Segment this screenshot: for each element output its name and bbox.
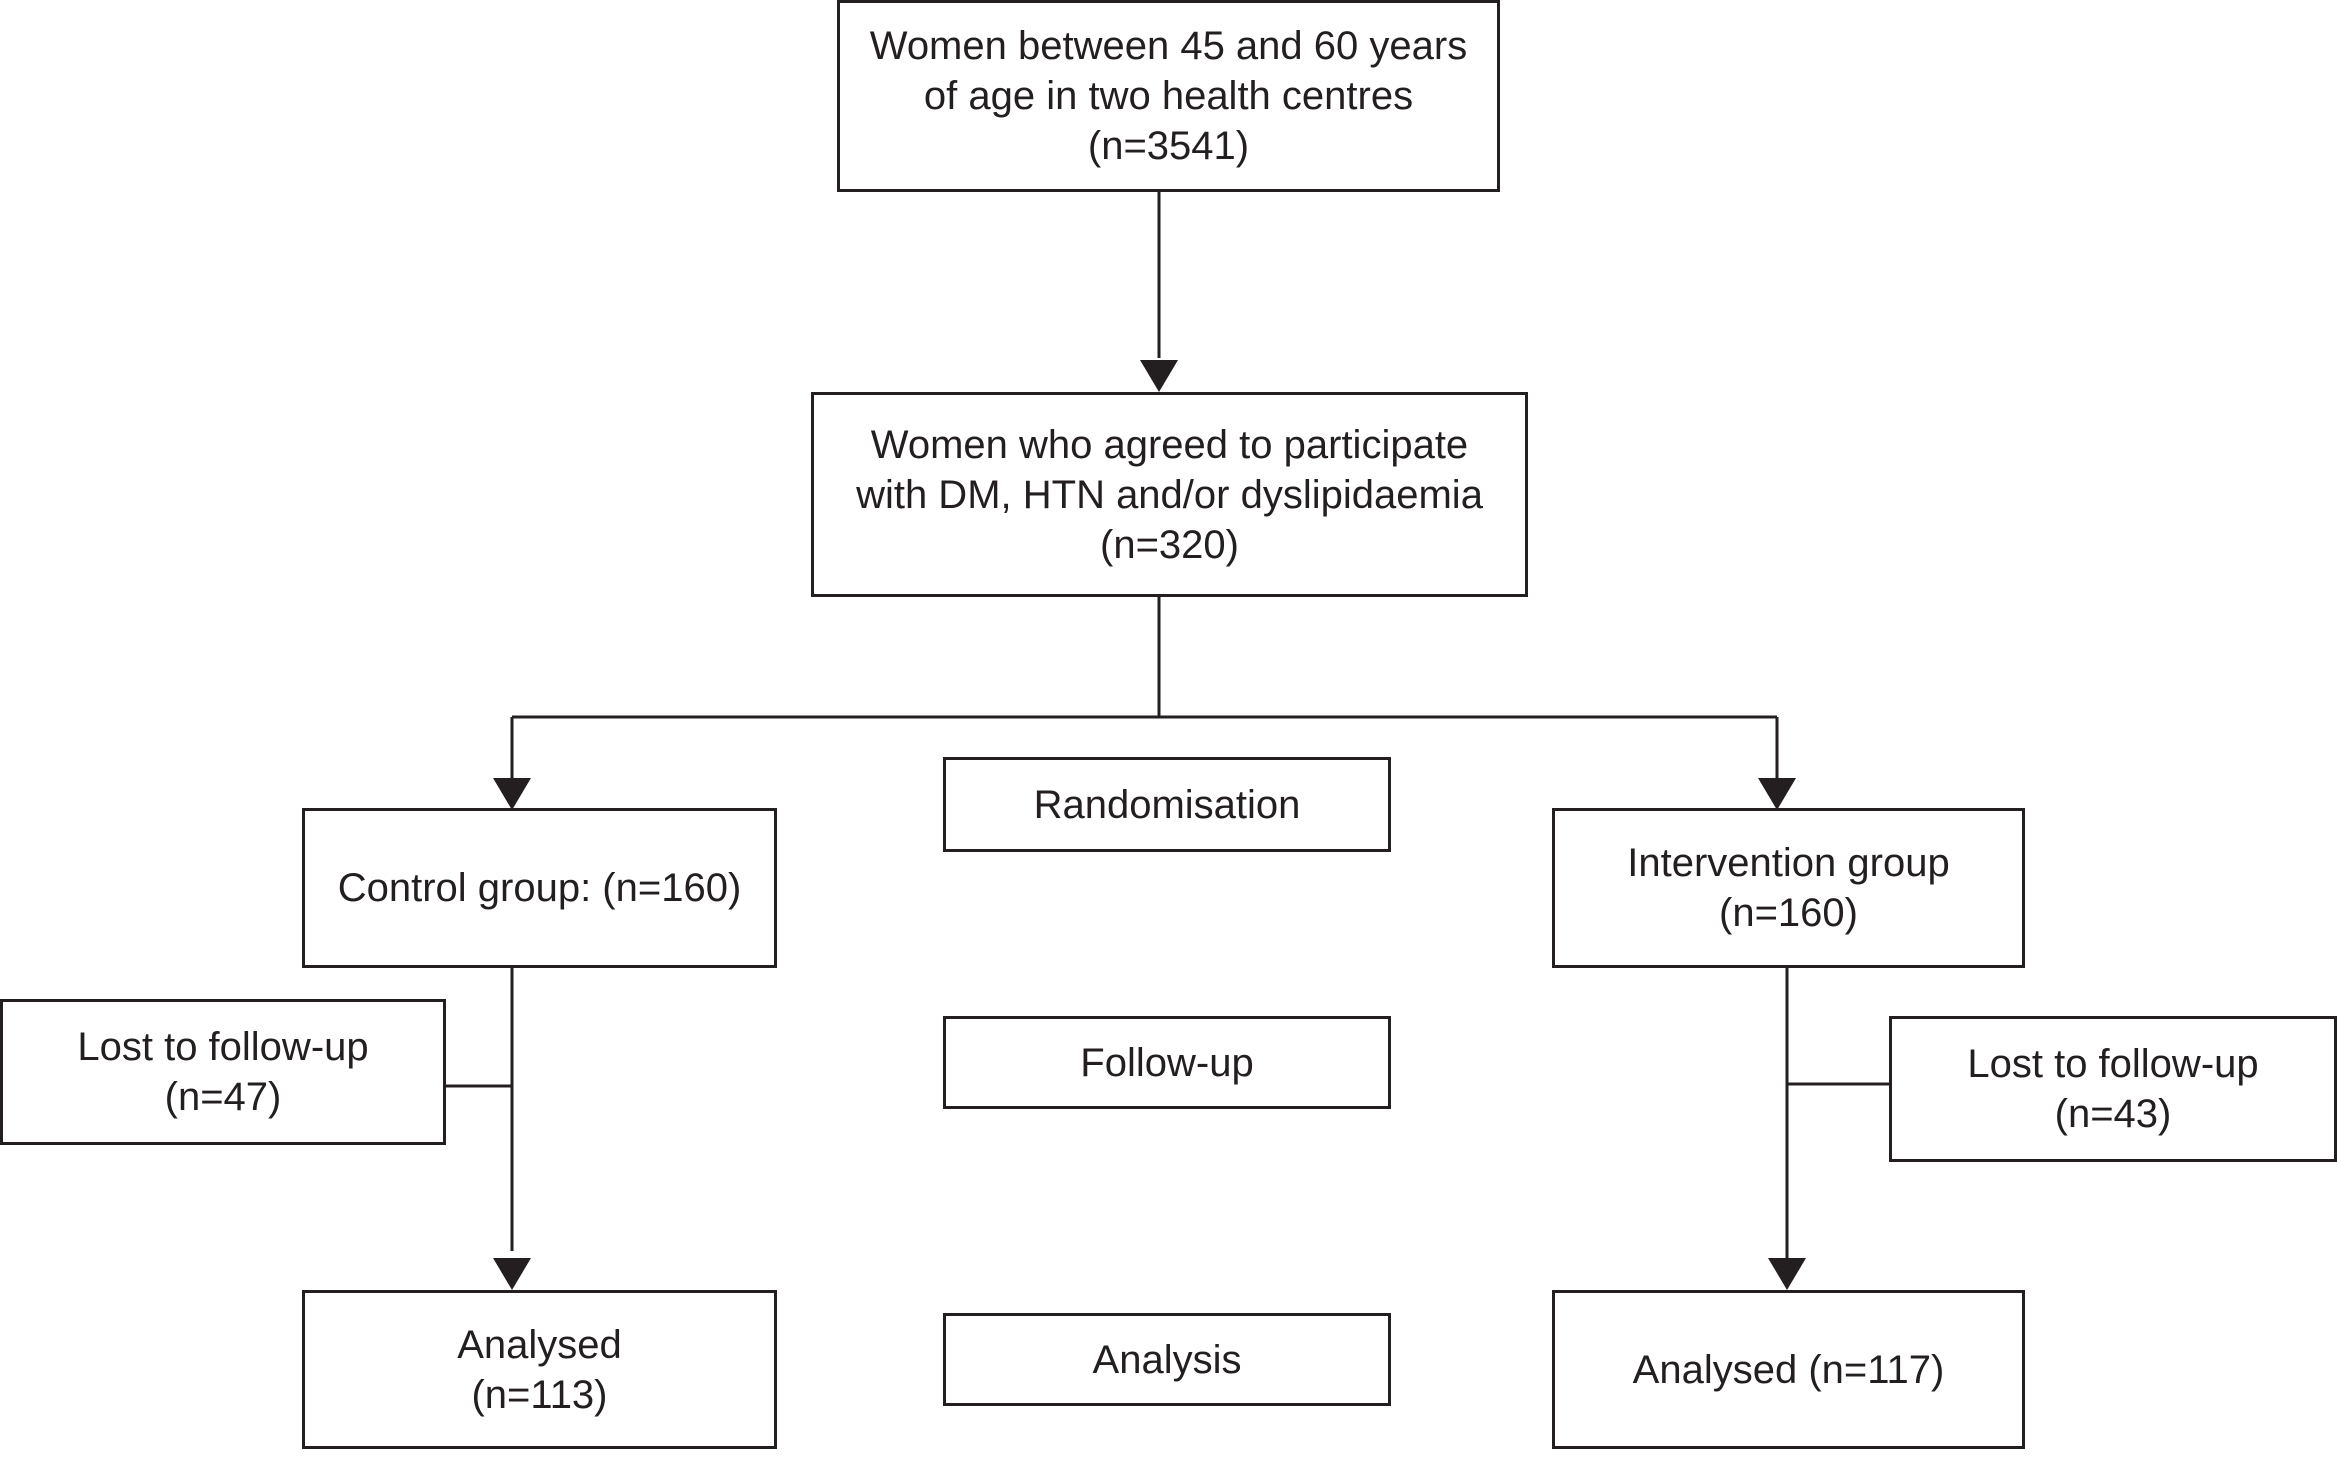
- intervention-analysed-box: Analysed (n=117): [1552, 1290, 2025, 1449]
- arrowhead-to-control: [493, 778, 531, 810]
- intervention-group-line-2: (n=160): [1719, 891, 1858, 935]
- arrowhead-to-enrolled: [1140, 360, 1178, 392]
- arrowhead-to-control-analysed: [493, 1258, 531, 1290]
- control-lost-box: Lost to follow-up (n=47): [0, 999, 446, 1145]
- control-group-box: Control group: (n=160): [302, 808, 777, 968]
- intervention-lost-box: Lost to follow-up (n=43): [1889, 1016, 2337, 1162]
- control-analysed-line-1: Analysed: [457, 1322, 622, 1367]
- randomisation-label: Randomisation: [1033, 782, 1301, 827]
- control-lost-line-1: Lost to follow-up: [77, 1025, 369, 1069]
- enrolled-line-2: with DM, HTN and/or dyslipidaemia: [856, 472, 1483, 517]
- eligible-line-2: of age in two health centres: [923, 74, 1414, 118]
- enrolled-box: Women who agreed to participate with DM,…: [811, 392, 1528, 597]
- intervention-lost-line-1: Lost to follow-up: [1967, 1042, 2259, 1086]
- control-lost-line-2: (n=47): [164, 1075, 282, 1119]
- eligible-line-3: (n=3541): [1087, 124, 1250, 168]
- control-analysed-line-2: (n=113): [471, 1372, 608, 1417]
- intervention-group-line-1: Intervention group: [1627, 841, 1950, 885]
- eligible-line-1: Women between 45 and 60 years: [869, 24, 1468, 68]
- intervention-analysed-line-1: Analysed (n=117): [1632, 1347, 1945, 1392]
- intervention-group-box: Intervention group (n=160): [1552, 808, 2025, 968]
- randomisation-stage-box: Randomisation: [943, 757, 1391, 852]
- arrowhead-to-intervention: [1758, 778, 1796, 810]
- intervention-lost-line-2: (n=43): [2054, 1092, 2172, 1136]
- follow-up-stage-box: Follow-up: [943, 1016, 1391, 1109]
- arrowhead-to-intervention-analysed: [1768, 1258, 1806, 1290]
- enrolled-line-1: Women who agreed to participate: [870, 422, 1469, 467]
- eligible-box: Women between 45 and 60 years of age in …: [837, 0, 1500, 192]
- enrolled-line-3: (n=320): [1100, 522, 1239, 567]
- control-group-line-1: Control group: (n=160): [337, 866, 742, 910]
- analysis-label: Analysis: [1092, 1337, 1242, 1382]
- analysis-stage-box: Analysis: [943, 1313, 1391, 1406]
- control-analysed-box: Analysed (n=113): [302, 1290, 777, 1449]
- follow-up-label: Follow-up: [1080, 1040, 1254, 1085]
